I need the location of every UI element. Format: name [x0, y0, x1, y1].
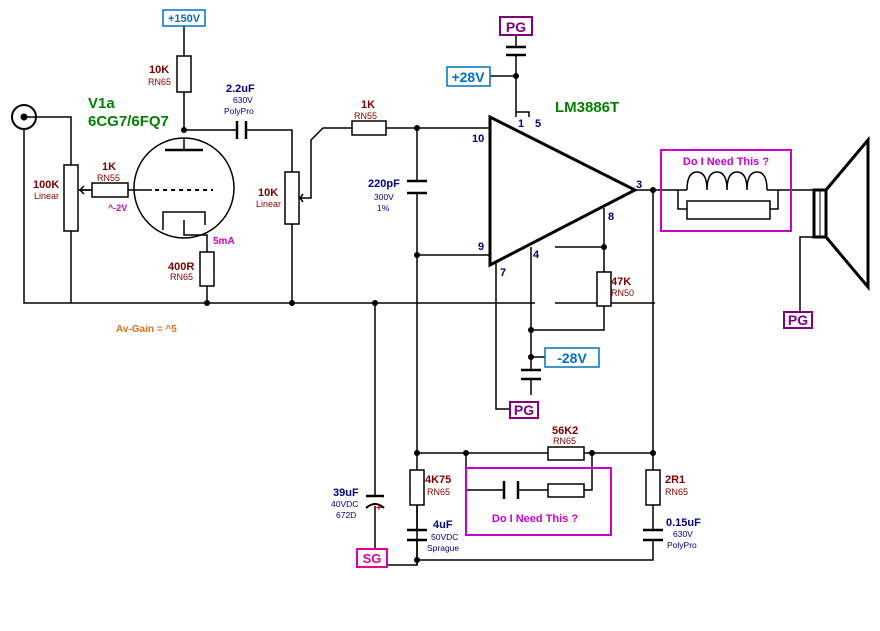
c-gnd-type: Sprague	[427, 543, 459, 553]
rail-neg: -28V	[544, 347, 600, 368]
rail-neg-label: -28V	[557, 350, 587, 366]
tube-current-label: 5mA	[213, 236, 235, 247]
r-fb-type: RN65	[553, 436, 576, 446]
c-bias-rating: 40VDC	[331, 499, 358, 509]
rail-pos: +28V	[446, 66, 491, 87]
c-couple-value: 2.2uF	[226, 83, 255, 95]
c-zobel-type: PolyPro	[667, 540, 697, 550]
r-cathode-value: 400R	[168, 261, 194, 273]
r-plate-value: 10K	[149, 64, 169, 76]
c-couple-rating: 630V	[233, 95, 253, 105]
opamp-name: LM3886T	[555, 99, 619, 116]
opamp-pin-7: 7	[500, 267, 506, 279]
tube-type: 6CG7/6FQ7	[88, 113, 169, 130]
opamp-pin-1: 1	[518, 118, 524, 130]
pg-top-label: PG	[506, 19, 526, 35]
question-output-label: Do I Need This ?	[683, 156, 769, 168]
grid-bias-label: ^-2V	[108, 203, 127, 213]
r-cathode-type: RN65	[170, 272, 193, 282]
resistors	[91, 55, 771, 506]
pot-in-value: 100K	[33, 179, 59, 191]
opamp-pin-3: 3	[636, 179, 642, 191]
r-in-value: 1K	[361, 99, 375, 111]
c-couple-type: PolyPro	[224, 106, 254, 116]
c-filter-value: 220pF	[368, 178, 400, 190]
opamp-pin-4: 4	[533, 249, 540, 261]
r-grid-type: RN55	[97, 173, 120, 183]
tube-name: V1a	[88, 95, 115, 112]
pg-top: PG	[499, 16, 533, 36]
gain-note: Av-Gain = ^5	[116, 324, 177, 335]
capacitors	[235, 45, 663, 542]
sg-label: SG	[363, 551, 382, 566]
pot-vol-value: 10K	[258, 187, 278, 199]
potentiometers	[63, 164, 304, 232]
opamp-pin-10: 10	[472, 133, 484, 145]
pot-vol-type: Linear	[256, 199, 281, 209]
junctions	[181, 73, 656, 563]
rail-pos-label: +28V	[451, 69, 485, 85]
c-gnd-value: 4uF	[433, 519, 453, 531]
r-mute-value: 47K	[611, 276, 631, 288]
rail-b-plus: +150V	[162, 9, 206, 27]
c-zobel-value: 0.15uF	[666, 517, 701, 529]
c-filter-tol: 1%	[377, 203, 390, 213]
c-gnd-rating: 50VDC	[431, 532, 458, 542]
question-box-feedback	[465, 467, 612, 536]
r-gnd-value: 4K75	[425, 474, 451, 486]
r-fb-value: 56K2	[552, 425, 578, 437]
c-bias-type: 672D	[336, 510, 356, 520]
pot-in-type: Linear	[34, 191, 59, 201]
pg-speaker-label: PG	[788, 312, 808, 328]
r-zobel-type: RN65	[665, 487, 688, 497]
question-box-output	[660, 149, 792, 232]
output-inductor	[686, 171, 770, 191]
r-gnd-type: RN65	[427, 487, 450, 497]
r-zobel-value: 2R1	[665, 474, 685, 486]
opamp-pin-9: 9	[478, 241, 484, 253]
wires	[23, 25, 819, 566]
sg-box: SG	[356, 548, 388, 568]
question-feedback-label: Do I Need This ?	[492, 513, 578, 525]
c-zobel-rating: 630V	[673, 529, 693, 539]
pg-speaker: PG	[783, 311, 813, 329]
tube-v1a	[133, 137, 235, 239]
speaker	[812, 135, 870, 292]
r-mute-type: RN50	[611, 288, 634, 298]
c-bias-polarity: +	[376, 503, 382, 514]
c-filter-rating: 300V	[374, 192, 394, 202]
r-in-type: RN55	[354, 111, 377, 121]
opamp-pin-5: 5	[535, 118, 541, 130]
r-grid-value: 1K	[102, 161, 116, 173]
input-jack[interactable]	[11, 104, 37, 130]
r-plate-type: RN65	[148, 77, 171, 87]
pg-pin7-label: PG	[514, 402, 534, 418]
opamp-pin-8: 8	[608, 211, 614, 223]
pg-pin7: PG	[509, 401, 539, 419]
c-bias-value: 39uF	[333, 487, 359, 499]
opamp-lm3886t	[488, 114, 639, 268]
rail-b-plus-label: +150V	[168, 13, 201, 25]
